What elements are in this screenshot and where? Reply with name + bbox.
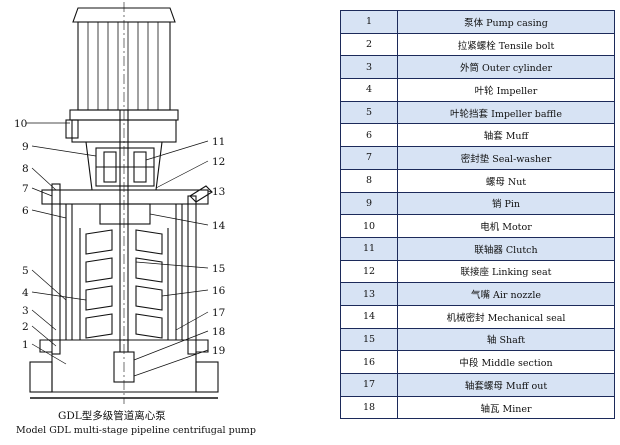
- callout-13: 13: [212, 186, 225, 198]
- callout-2: 2: [22, 321, 29, 333]
- part-description-cell: 轴套 Muff: [397, 123, 615, 148]
- part-number-cell: 4: [340, 78, 398, 102]
- part-number-cell: 11: [340, 236, 398, 261]
- part-number-cell: 2: [340, 32, 398, 57]
- callout-19: 19: [212, 345, 225, 357]
- mechanical-seal: [99, 203, 151, 225]
- drawing-caption-english: Model GDL multi-stage pipeline centrifug…: [16, 425, 256, 436]
- callout-12: 12: [212, 156, 225, 168]
- part-number-cell: 18: [340, 395, 398, 420]
- callout-15: 15: [212, 263, 225, 275]
- drawing-caption-chinese: GDL型多级管道离心泵: [58, 410, 166, 422]
- impeller-stages: [79, 228, 169, 340]
- part-description-cell: 密封垫 Seal-washer: [397, 146, 615, 170]
- callout-1: 1: [22, 339, 29, 351]
- part-description-cell: 气嘴 Air nozzle: [397, 282, 615, 306]
- motor-bolt-block: [65, 119, 79, 139]
- air-nozzle: [189, 185, 213, 203]
- part-number-cell: 14: [340, 304, 398, 329]
- callout-4: 4: [22, 287, 29, 299]
- pump-cross-section-drawing: 10 9 8 7 6 5 4 3 2 1 11 12 13 14 15 16 1…: [14, 2, 226, 404]
- part-number-cell: 16: [340, 350, 398, 374]
- part-description-cell: 轴瓦 Miner: [397, 395, 615, 420]
- part-number-cell: 5: [340, 100, 398, 125]
- part-number-cell: 15: [340, 327, 398, 352]
- part-number-cell: 12: [340, 259, 398, 284]
- callout-3: 3: [22, 305, 29, 317]
- callout-9: 9: [22, 141, 29, 153]
- part-description-cell: 联接座 Linking seat: [397, 259, 615, 284]
- part-number-cell: 13: [340, 282, 398, 306]
- part-description-cell: 螺母 Nut: [397, 168, 615, 193]
- tensile-bolt-right: [187, 195, 197, 355]
- callout-6: 6: [22, 205, 29, 217]
- callout-5: 5: [22, 265, 29, 277]
- callout-16: 16: [212, 285, 226, 297]
- part-number-cell: 8: [340, 168, 398, 193]
- part-number-cell: 7: [340, 146, 398, 170]
- part-description-cell: 外筒 Outer cylinder: [397, 55, 615, 80]
- inlet-flange: [29, 361, 53, 393]
- part-description-cell: 机械密封 Mechanical seal: [397, 304, 615, 329]
- part-description-cell: 叶轮 Impeller: [397, 78, 615, 102]
- part-description-cell: 拉紧螺栓 Tensile bolt: [397, 32, 615, 57]
- part-description-cell: 泵体 Pump casing: [397, 10, 615, 34]
- part-description-cell: 轴套螺母 Muff out: [397, 373, 615, 397]
- callout-18: 18: [212, 326, 225, 338]
- callout-17: 17: [212, 307, 225, 319]
- part-number-cell: 10: [340, 214, 398, 238]
- callout-7: 7: [22, 183, 29, 195]
- part-description-cell: 轴 Shaft: [397, 327, 615, 352]
- motor-cap: [72, 7, 176, 23]
- part-number-cell: 3: [340, 55, 398, 80]
- top-plate: [41, 189, 209, 205]
- part-description-cell: 销 Pin: [397, 191, 615, 216]
- part-description-cell: 联轴器 Clutch: [397, 236, 615, 261]
- part-description-cell: 叶轮挡套 Impeller baffle: [397, 100, 615, 125]
- callout-11: 11: [212, 136, 225, 148]
- tensile-bolt-left: [51, 183, 61, 355]
- part-description-cell: 中段 Middle section: [397, 350, 615, 374]
- callout-14: 14: [212, 220, 226, 232]
- part-number-cell: 17: [340, 373, 398, 397]
- callout-10: 10: [14, 118, 27, 130]
- part-description-cell: 电机 Motor: [397, 214, 615, 238]
- outlet-flange: [195, 361, 219, 393]
- callout-8: 8: [22, 163, 29, 175]
- part-number-cell: 1: [340, 10, 398, 34]
- part-number-cell: 9: [340, 191, 398, 216]
- part-number-cell: 6: [340, 123, 398, 148]
